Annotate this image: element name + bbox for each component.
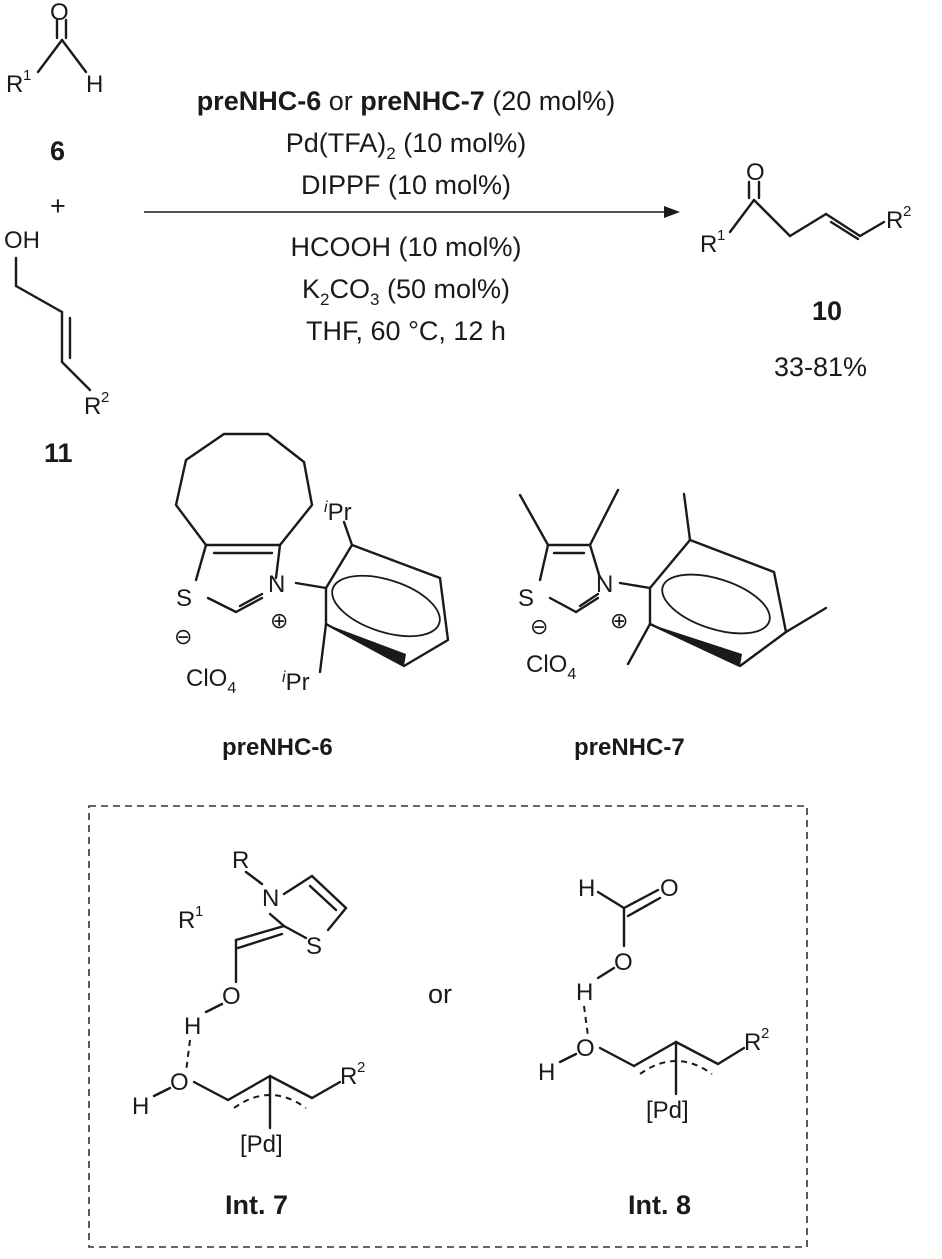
- catalyst-b: preNHC-7: [360, 86, 485, 116]
- int7-label: Int. 7: [225, 1190, 288, 1220]
- prenhc-6-structure: S N ⊕ ⊖ ClO4 iPr iPr preNHC-6: [174, 432, 450, 761]
- int8-h-left: H: [538, 1059, 555, 1086]
- prenhc6-ipr-bottom: iPr: [282, 669, 310, 696]
- pd-salt: Pd(TFA): [286, 128, 387, 158]
- int8-pd: [Pd]: [646, 1097, 689, 1124]
- int7-r1-sup: 1: [195, 903, 203, 920]
- aldehyde-r-sup: 1: [23, 67, 31, 84]
- int7-s: S: [306, 933, 322, 960]
- conditions-pd: Pd(TFA)2 (10 mol%): [286, 128, 527, 163]
- product-r2-sup: 2: [903, 203, 911, 220]
- aldehyde-oxygen: O: [50, 0, 69, 26]
- pd-sub: 2: [386, 144, 395, 163]
- compound-11-label: 11: [44, 438, 73, 468]
- prenhc6-plus: ⊕: [270, 608, 288, 633]
- prenhc7-anion-sub: 4: [567, 666, 576, 683]
- prenhc7-s: S: [518, 585, 534, 612]
- int-8-structure: H O O H O H R 2 [Pd] Int. 8: [538, 875, 769, 1220]
- base-sub1: 2: [320, 290, 329, 309]
- int8-r2-sup: 2: [761, 1025, 769, 1042]
- product-10: O R 1 R 2 10 33-81%: [700, 159, 911, 382]
- int8-o-top: O: [660, 875, 679, 902]
- compound-10-label: 10: [812, 296, 842, 326]
- int7-n: N: [262, 885, 279, 912]
- catalyst-a: preNHC-6: [197, 86, 322, 116]
- conditions-dippf: DIPPF (10 mol%): [301, 170, 511, 200]
- intermediates-box: [88, 805, 808, 1248]
- catalyst-or: or: [321, 86, 360, 116]
- conditions-hcooh: HCOOH (10 mol%): [290, 232, 521, 262]
- prenhc6-ipr-top: iPr: [324, 499, 352, 526]
- int7-r1: R: [178, 907, 195, 934]
- int7-r: R: [232, 847, 249, 874]
- int7-o1: O: [222, 983, 241, 1010]
- aldehyde-r-group: R: [6, 71, 23, 98]
- aldehyde-6: O R 1 H 6: [6, 0, 103, 166]
- product-r1: R: [700, 231, 717, 258]
- compound-6-label: 6: [50, 136, 65, 166]
- prenhc7-n: N: [596, 571, 613, 598]
- int7-pd: [Pd]: [240, 1131, 283, 1158]
- conditions-solvent: THF, 60 °C, 12 h: [306, 316, 506, 346]
- prenhc7-anion: ClO4: [526, 651, 576, 683]
- int7-h2: H: [132, 1093, 149, 1120]
- prenhc6-ipr-top-i: i: [324, 499, 328, 516]
- prenhc7-minus: ⊖: [530, 614, 548, 639]
- int7-o2: O: [170, 1069, 189, 1096]
- int7-r2-sup: 2: [357, 1059, 365, 1076]
- int8-label: Int. 8: [628, 1190, 691, 1220]
- catalyst-loading: (20 mol%): [485, 86, 616, 116]
- allyl-oh: OH: [4, 227, 40, 254]
- prenhc6-label: preNHC-6: [222, 734, 333, 761]
- base-loading: (50 mol%): [379, 274, 510, 304]
- prenhc6-anion: ClO4: [186, 665, 236, 697]
- prenhc6-anion-text: ClO: [186, 665, 227, 692]
- prenhc7-label: preNHC-7: [574, 734, 685, 761]
- prenhc6-s: S: [176, 585, 192, 612]
- conditions-catalyst: preNHC-6 or preNHC-7 (20 mol%): [197, 86, 616, 116]
- int7-h1: H: [184, 1013, 201, 1040]
- base-co: CO: [329, 274, 370, 304]
- int8-h-mid: H: [576, 979, 593, 1006]
- allyl-alcohol-11: OH R 2 11: [4, 227, 109, 468]
- int8-o-low: O: [576, 1035, 595, 1062]
- product-oxygen: O: [746, 159, 765, 186]
- int8-r2: R: [744, 1029, 761, 1056]
- int8-h-top: H: [578, 875, 595, 902]
- allyl-r-sup: 2: [101, 389, 109, 406]
- product-r1-sup: 1: [717, 227, 725, 244]
- prenhc6-ipr-top-text: Pr: [328, 499, 352, 526]
- plus-sign: +: [50, 191, 66, 221]
- conditions-base: K2CO3 (50 mol%): [302, 274, 510, 309]
- prenhc7-plus: ⊕: [610, 608, 628, 633]
- product-yield: 33-81%: [774, 352, 867, 382]
- pd-loading: (10 mol%): [396, 128, 527, 158]
- int8-o-mid: O: [614, 949, 633, 976]
- prenhc6-ipr-bot-i: i: [282, 669, 286, 686]
- prenhc7-anion-text: ClO: [526, 651, 567, 678]
- reaction-arrow: [144, 206, 680, 218]
- prenhc-7-structure: S N ⊕ ⊖ ClO4 preNHC-7: [518, 488, 828, 761]
- or-text: or: [428, 979, 452, 1009]
- aldehyde-hydrogen: H: [86, 71, 103, 98]
- base-k: K: [302, 274, 320, 304]
- prenhc6-ipr-bot-text: Pr: [286, 669, 310, 696]
- base-sub2: 3: [370, 290, 379, 309]
- prenhc6-anion-sub: 4: [227, 680, 236, 697]
- prenhc6-n: N: [268, 571, 285, 598]
- int7-r2: R: [340, 1063, 357, 1090]
- prenhc6-minus: ⊖: [174, 624, 192, 649]
- product-r2: R: [886, 207, 903, 234]
- allyl-r-group: R: [84, 393, 101, 420]
- int-7-structure: R N S R 1 O H O H R 2 [Pd] Int. 7: [132, 847, 365, 1220]
